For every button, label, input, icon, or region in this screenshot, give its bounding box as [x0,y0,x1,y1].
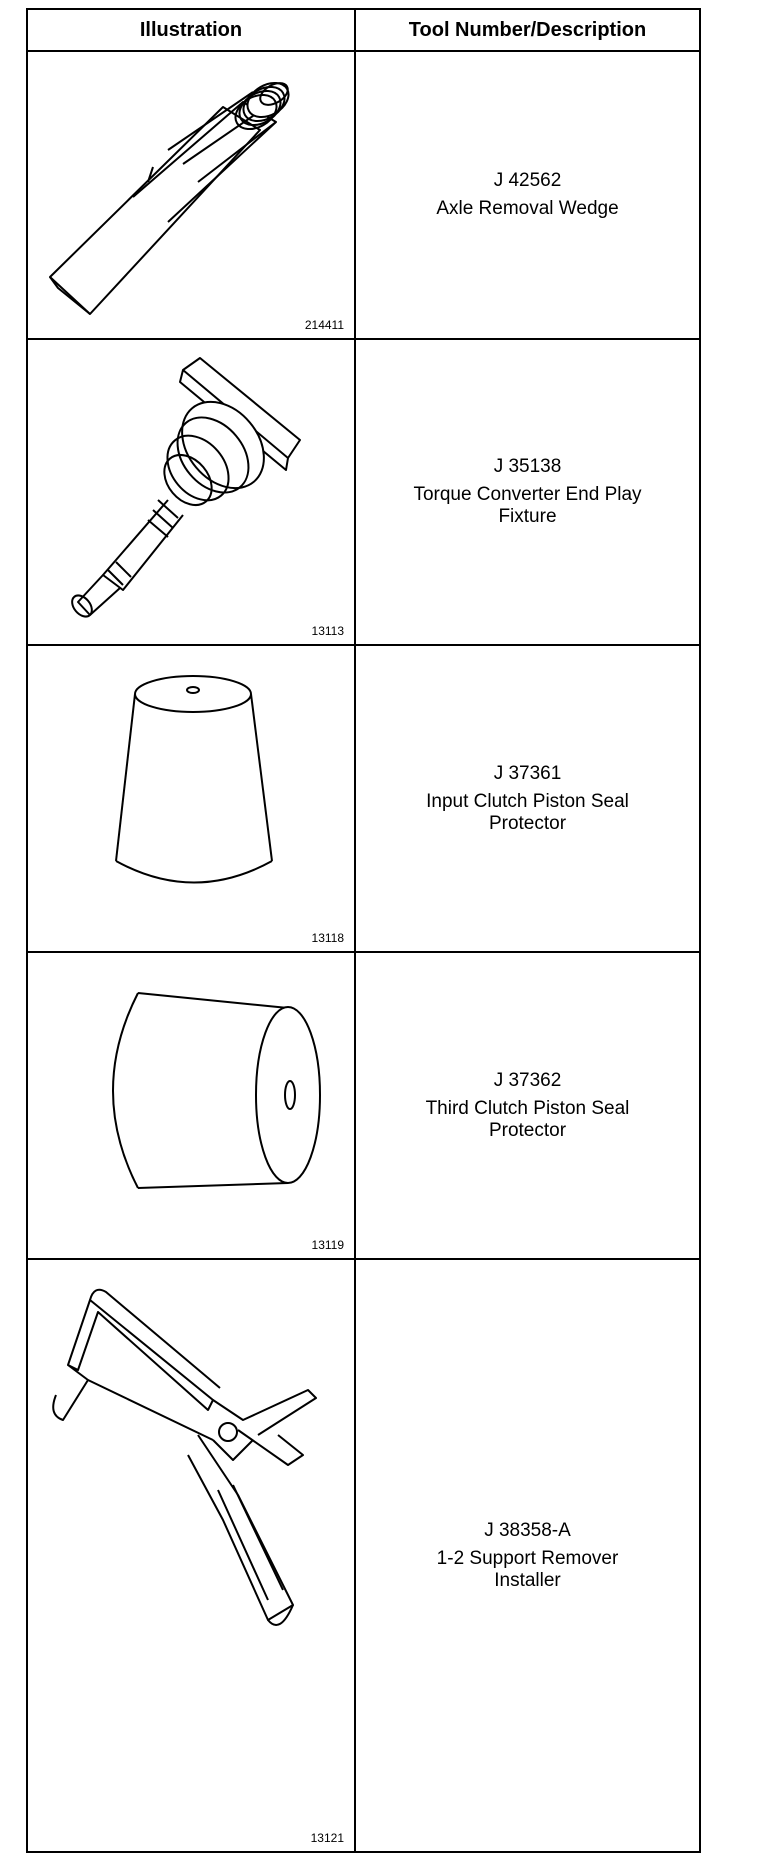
illustration-cell: 13113 [28,340,356,644]
tool-description-cell: J 37362 Third Clutch Piston Seal Protect… [356,953,699,1258]
figure-number: 214411 [304,318,344,332]
illustration-cell: 13121 [28,1260,356,1851]
table-row: 13118 J 37361 Input Clutch Piston Seal P… [28,646,699,953]
tool-description-cell: J 42562 Axle Removal Wedge [356,52,699,338]
figure-number: 13113 [311,624,344,638]
figure-number: 13119 [311,1238,344,1252]
special-tools-table: Illustration Tool Number/Description [26,8,701,1853]
tool-description: Third Clutch Piston Seal Protector [425,1097,630,1141]
support-remover-installer-icon [52,1288,317,1626]
tool-number: J 37361 [493,762,562,784]
table-row: 214411 J 42562 Axle Removal Wedge [28,52,699,340]
illustration-cell: 214411 [28,52,356,338]
illustration-cell: 13118 [28,646,356,951]
tool-description-cell: J 38358-A 1-2 Support Remover Installer [356,1260,699,1851]
tool-description: Axle Removal Wedge [436,198,619,219]
seal-protector-cone-icon [115,675,273,884]
table-row: 13121 J 38358-A 1-2 Support Remover Inst… [28,1260,699,1851]
axle-removal-wedge-icon [49,81,290,315]
illustration-cell: 13119 [28,953,356,1258]
header-tool-description: Tool Number/Description [408,19,647,41]
table-header: Illustration Tool Number/Description [28,10,699,52]
tool-number: J 35138 [493,456,562,477]
tool-number: J 37362 [493,1069,562,1091]
tool-description-cell: J 37361 Input Clutch Piston Seal Protect… [356,646,699,951]
end-play-fixture-icon [71,357,301,618]
table-row: 13119 J 37362 Third Clutch Piston Seal P… [28,953,699,1260]
tool-description: 1-2 Support Remover Installer [436,1547,619,1591]
table-row: 13113 J 35138 Torque Converter End Play … [28,340,699,646]
tool-number: J 42562 [493,170,562,191]
figure-number: 13118 [311,931,344,945]
tool-description-cell: J 35138 Torque Converter End Play Fixtur… [356,340,699,644]
tool-number: J 38358-A [484,1519,571,1541]
header-illustration: Illustration [28,10,356,50]
seal-protector-cylinder-icon [112,992,321,1189]
tool-description: Input Clutch Piston Seal Protector [426,790,629,834]
tool-description: Torque Converter End Play Fixture [413,484,642,527]
figure-number: 13121 [310,1831,344,1845]
